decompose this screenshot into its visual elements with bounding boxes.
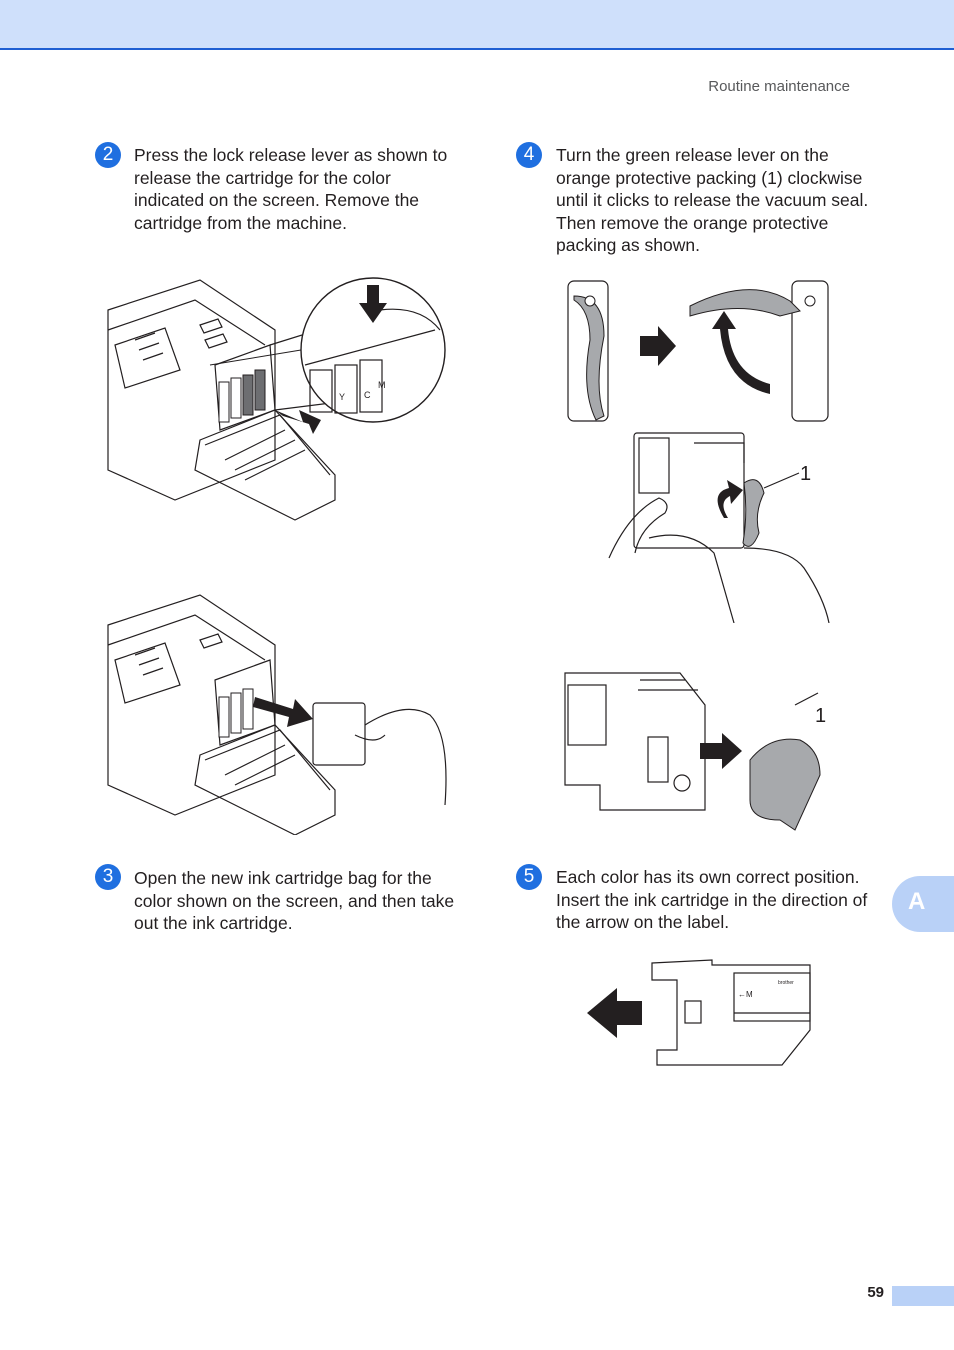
step-4-badge: 4 [516,142,542,168]
step-3-badge: 3 [95,864,121,890]
slot-label-m: M [378,380,386,390]
page-number-tab [892,1286,954,1306]
step-5-badge: 5 [516,864,542,890]
step-2-text: Press the lock release lever as shown to… [134,145,448,233]
printer-release-lever-illustration: Y C M [105,270,450,530]
slot-label-c: C [364,390,371,400]
header-band [0,0,954,50]
callout-label-2: 1 [815,705,826,727]
page-number: 59 [867,1284,884,1301]
running-head: Routine maintenance [708,78,850,95]
callout-label: 1 [800,463,811,485]
step-4-text: Turn the green release lever on the oran… [556,145,869,255]
appendix-tab: A [892,876,954,932]
printer-remove-cartridge-illustration [105,585,450,835]
slot-label-y: Y [339,392,345,402]
release-lever-rotation-illustration [560,276,840,426]
cartridge-label: ←M [738,990,753,999]
appendix-tab-label: A [908,888,926,915]
step-2-badge: 2 [95,142,121,168]
brand-mark: brother [778,980,794,986]
remove-packing-illustration: 1 [560,665,835,835]
insert-direction-illustration: ←M brother [582,955,817,1070]
step-5-text: Each color has its own correct position.… [556,867,868,932]
hands-turning-lever-illustration: 1 [604,428,834,623]
step-3-text: Open the new ink cartridge bag for the c… [134,868,455,933]
